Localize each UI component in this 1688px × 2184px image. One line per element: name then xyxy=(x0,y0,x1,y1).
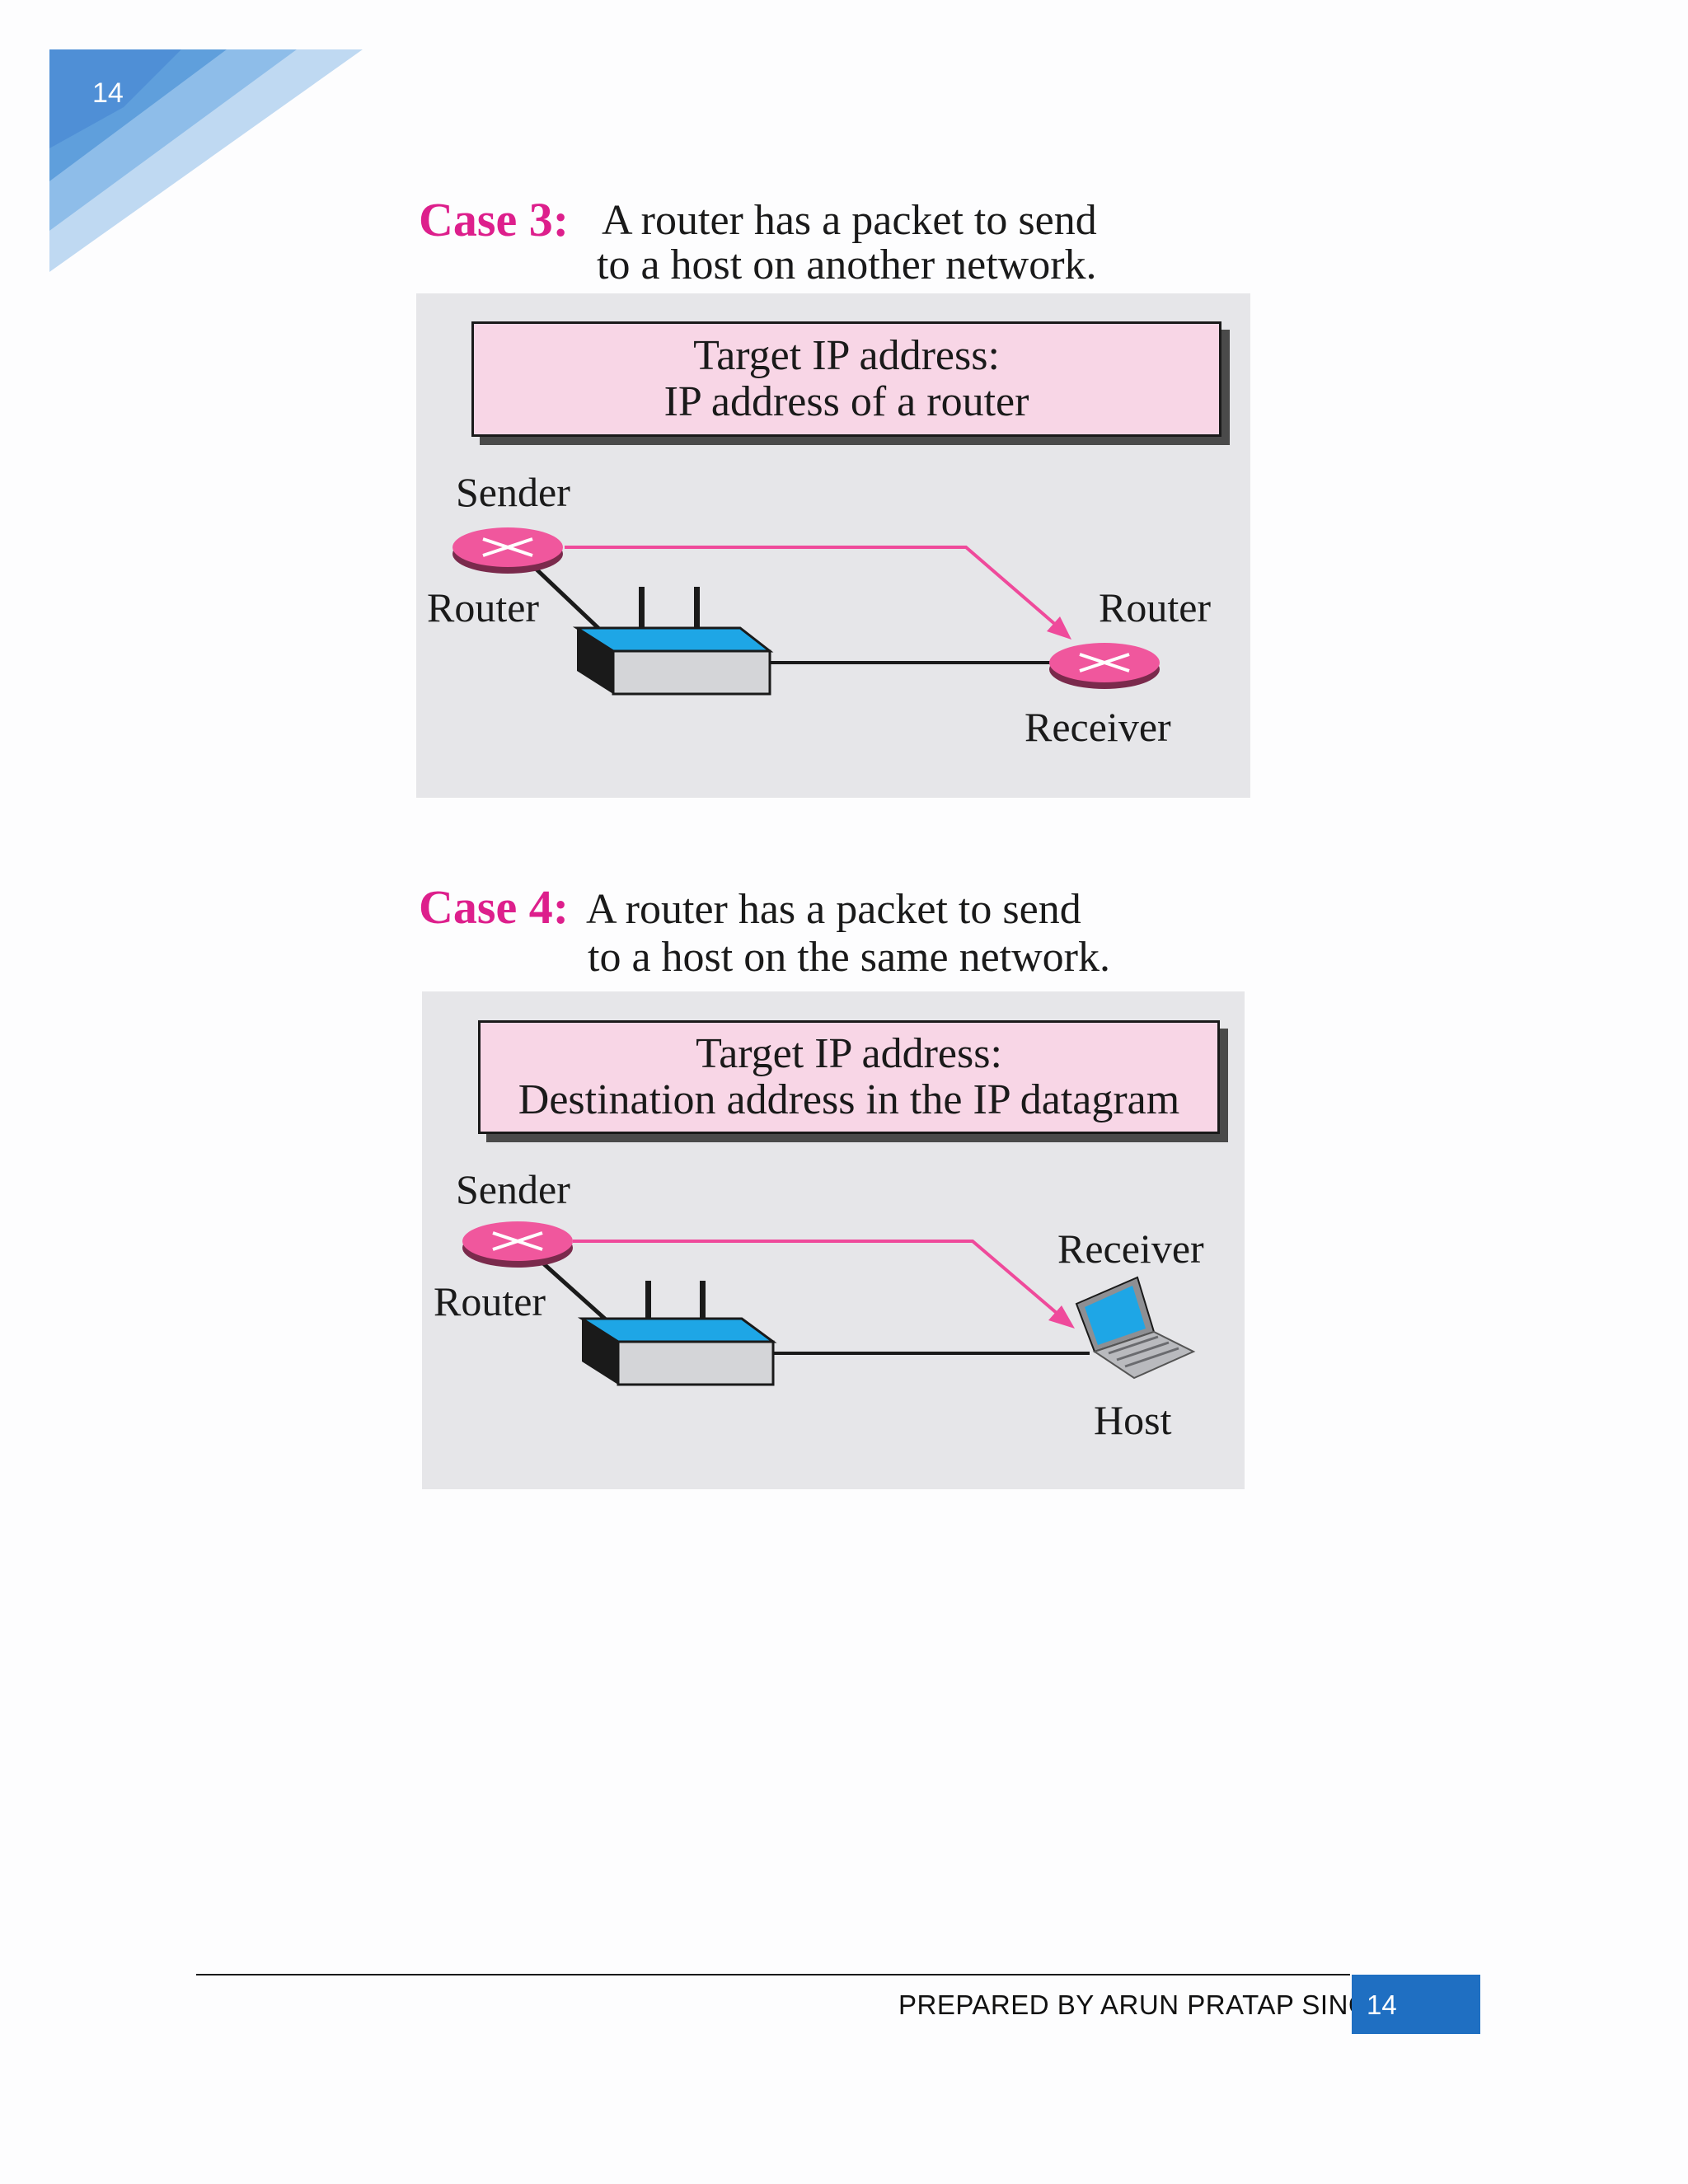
case3-receiver-label: Receiver xyxy=(1025,704,1171,750)
case4-label: Case 4: xyxy=(419,880,570,934)
case3-sender-label: Sender xyxy=(456,469,570,515)
footer-page-number: 14 xyxy=(1352,1975,1480,2034)
case3-target-value: IP address of a router xyxy=(663,378,1029,425)
case3-target-title: Target IP address: xyxy=(693,332,1000,379)
case4-target-title: Target IP address: xyxy=(696,1030,1002,1077)
case4-sender-router-label: Router xyxy=(434,1278,546,1324)
laptop-icon xyxy=(1075,1276,1196,1380)
case3-heading: Case 3: A router has a packet to send to… xyxy=(419,196,1325,295)
case4-host-label: Host xyxy=(1094,1397,1172,1443)
footer-author: PREPARED BY ARUN PRATAP SINGH xyxy=(898,1990,1390,2020)
case4-line2: to a host on the same network. xyxy=(588,934,1110,981)
case3-label: Case 3: xyxy=(419,193,570,246)
switch-icon xyxy=(577,1317,777,1386)
case4-target-box: Target IP address: Destination address i… xyxy=(478,1020,1220,1134)
router-icon xyxy=(462,1221,573,1268)
switch-icon xyxy=(572,626,774,696)
case3-line1: A router has a packet to send xyxy=(602,197,1097,244)
case3-target-box: Target IP address: IP address of a route… xyxy=(471,321,1221,437)
case4-target-value: Destination address in the IP datagram xyxy=(518,1076,1180,1123)
router-icon xyxy=(452,527,563,574)
case4-line1: A router has a packet to send xyxy=(586,886,1081,933)
case3-sender-router-label: Router xyxy=(427,584,540,630)
case4-receiver-label: Receiver xyxy=(1057,1226,1204,1272)
case4-heading: Case 4: A router has a packet to send to… xyxy=(419,883,1325,982)
router-icon xyxy=(1049,643,1160,689)
corner-decoration xyxy=(49,49,363,272)
case3-receiver-router-label: Router xyxy=(1099,584,1212,630)
footer-rule xyxy=(196,1974,1350,1975)
case4-sender-label: Sender xyxy=(456,1166,570,1212)
page-number: 14 xyxy=(92,77,124,109)
case3-line2: to a host on another network. xyxy=(597,241,1097,288)
